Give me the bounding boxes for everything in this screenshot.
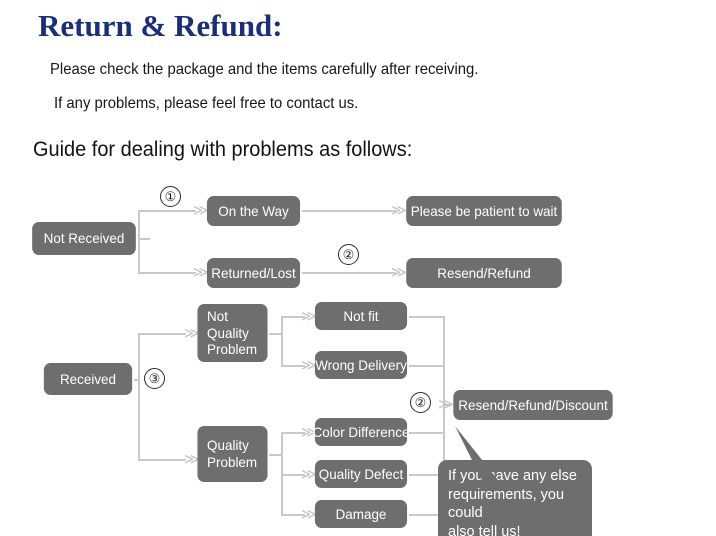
merge-stub-quality-defect (409, 474, 445, 476)
connector-to-damage (281, 514, 305, 516)
connector-to-color-difference (281, 432, 305, 434)
arrowhead-damage: ≫ (301, 505, 317, 523)
callout-bubble: If you have any else requirements, you c… (438, 460, 592, 536)
arrowhead-not-fit: ≫ (301, 307, 317, 325)
node-color-difference: Color Difference (313, 418, 409, 446)
arrowhead-resend-refund-discount: ≫ (438, 395, 454, 413)
page-title: Return & Refund: (38, 8, 283, 43)
connector-qp-stem (269, 454, 281, 456)
node-damage: Damage (314, 500, 408, 528)
step-marker-2-top: ② (338, 244, 359, 265)
arrowhead-not-quality-problem: ≫ (184, 324, 200, 342)
step-marker-3: ③ (144, 368, 165, 389)
intro-line-2: If any problems, please feel free to con… (54, 95, 359, 112)
merge-bus-vertical (443, 316, 445, 514)
node-returned-lost: Returned/Lost (206, 258, 301, 288)
node-please-be-patient-to-wait: Please be patient to wait (406, 196, 562, 226)
callout-line-2: requirements, you could (448, 486, 565, 522)
arrowhead-quality-defect: ≫ (301, 465, 317, 483)
connector-not-received-stem (138, 238, 150, 240)
node-not-received: Not Received (32, 222, 136, 255)
merge-stub-damage (409, 514, 445, 516)
callout-line-3: also tell us! (448, 523, 521, 536)
arrowhead-resend-refund: ≫ (391, 263, 407, 281)
connector-not-received-split (138, 210, 140, 274)
arrowhead-please-be-patient: ≫ (391, 201, 407, 219)
connector-qp-split (281, 432, 283, 514)
connector-to-returned-lost (138, 272, 196, 274)
node-wrong-delivery: Wrong Delivery (314, 351, 408, 379)
step-marker-1: ① (160, 186, 181, 207)
merge-bus-to-outcome (443, 404, 451, 406)
node-resend-refund: Resend/Refund (406, 258, 562, 288)
connector-to-quality-problem (138, 459, 186, 461)
node-received: Received (43, 363, 133, 395)
connector-received-split (138, 333, 140, 461)
callout-tail-icon (455, 426, 498, 480)
connector-returned-lost-out (302, 272, 396, 274)
arrowhead-quality-problem: ≫ (184, 450, 200, 468)
connector-received-stem (134, 379, 140, 381)
connector-to-not-quality-problem (138, 333, 186, 335)
connector-to-wrong-delivery (281, 365, 305, 367)
arrowhead-returned-lost: ≫ (193, 263, 209, 281)
merge-stub-color-difference (409, 432, 445, 434)
connector-to-quality-defect (281, 474, 305, 476)
connector-on-the-way-out (302, 210, 396, 212)
node-quality-problem: Quality Problem (197, 426, 268, 482)
connector-nqp-split (281, 316, 283, 365)
connector-nqp-stem (269, 333, 281, 335)
merge-stub-not-fit (409, 316, 445, 318)
step-marker-2-bottom: ② (410, 392, 431, 413)
node-not-fit: Not fit (314, 302, 408, 330)
arrowhead-wrong-delivery: ≫ (301, 356, 317, 374)
arrowhead-on-the-way: ≫ (193, 201, 209, 219)
arrowhead-color-difference: ≫ (301, 423, 317, 441)
node-quality-problem-label: Quality Problem (207, 437, 258, 470)
intro-line-1: Please check the package and the items c… (50, 61, 479, 78)
node-on-the-way: On the Way (206, 196, 301, 226)
node-not-quality-problem: Not Quality Problem (197, 304, 268, 362)
merge-stub-wrong-delivery (409, 365, 445, 367)
connector-to-not-fit (281, 316, 305, 318)
node-resend-refund-discount: Resend/Refund/Discount (453, 390, 613, 420)
guide-heading: Guide for dealing with problems as follo… (33, 138, 413, 161)
node-not-quality-problem-label: Not Quality Problem (207, 308, 258, 358)
node-quality-defect: Quality Defect (314, 460, 408, 488)
connector-to-on-the-way (138, 210, 196, 212)
